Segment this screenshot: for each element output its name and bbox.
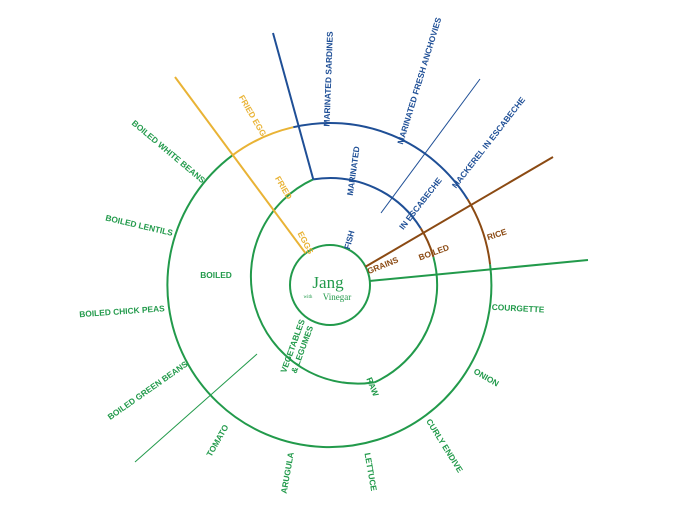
spoke-marinated-sardines <box>272 32 315 180</box>
outer-ring-brown <box>466 198 492 265</box>
inner-ring-green <box>249 178 375 385</box>
outer-label-arugula: ARUGULA <box>279 451 296 494</box>
inner-label-fish: FISH <box>342 229 357 250</box>
center-circle <box>289 244 371 326</box>
outer-label-green-beans: BOILED GREEN BEANS <box>106 359 190 422</box>
outer-label-curly-endive: CURLY ENDIVE <box>424 417 465 475</box>
outer-label-lentils: BOILED LENTILS <box>104 213 174 238</box>
outer-ring-blue <box>293 122 469 200</box>
center-title: Jang <box>312 273 344 292</box>
middle-label-marinated: MARINATED <box>345 146 362 197</box>
outer-label-lettuce: LETTUCE <box>362 452 379 492</box>
spoke-anchovies <box>380 78 481 214</box>
inner-ring-brown <box>419 227 435 258</box>
inner-ring-blue <box>313 177 422 229</box>
center-with: with <box>304 295 313 300</box>
spoke-courgette <box>369 259 589 282</box>
outer-ring-green <box>166 154 493 449</box>
center-subtitle: Vinegar <box>323 292 351 302</box>
spoke-legumes <box>134 353 258 463</box>
outer-label-anchovies: MARINATED FRESH ANCHOVIES <box>395 16 443 146</box>
outer-label-fried-egg: FRIED EGG <box>237 93 269 138</box>
outer-label-chick-peas: BOILED CHICK PEAS <box>79 303 166 319</box>
middle-label-fried: FRIED <box>273 174 294 201</box>
middle-label-boiled-legumes: BOILED <box>200 270 232 280</box>
outer-label-tomato: TOMATO <box>204 422 231 458</box>
outer-label-marinated-sardines: MARINATED SARDINES <box>322 31 335 127</box>
outer-label-courgette: COURGETTE <box>492 302 545 315</box>
outer-label-rice: RICE <box>486 226 509 242</box>
inner-ring-green-2 <box>374 256 439 384</box>
outer-label-mackerel: MACKEREL IN ESCABECHE <box>450 95 528 190</box>
outer-ring-orange <box>231 126 294 157</box>
outer-label-white-beans: BOILED WHITE BEANS <box>130 118 208 185</box>
middle-label-raw: RAW <box>364 376 381 398</box>
outer-label-onion: ONION <box>472 366 501 388</box>
spoke-fried-egg <box>174 76 307 254</box>
spoke-rice <box>364 156 554 268</box>
middle-label-in-escabeche: IN ESCABECHE <box>397 175 444 231</box>
